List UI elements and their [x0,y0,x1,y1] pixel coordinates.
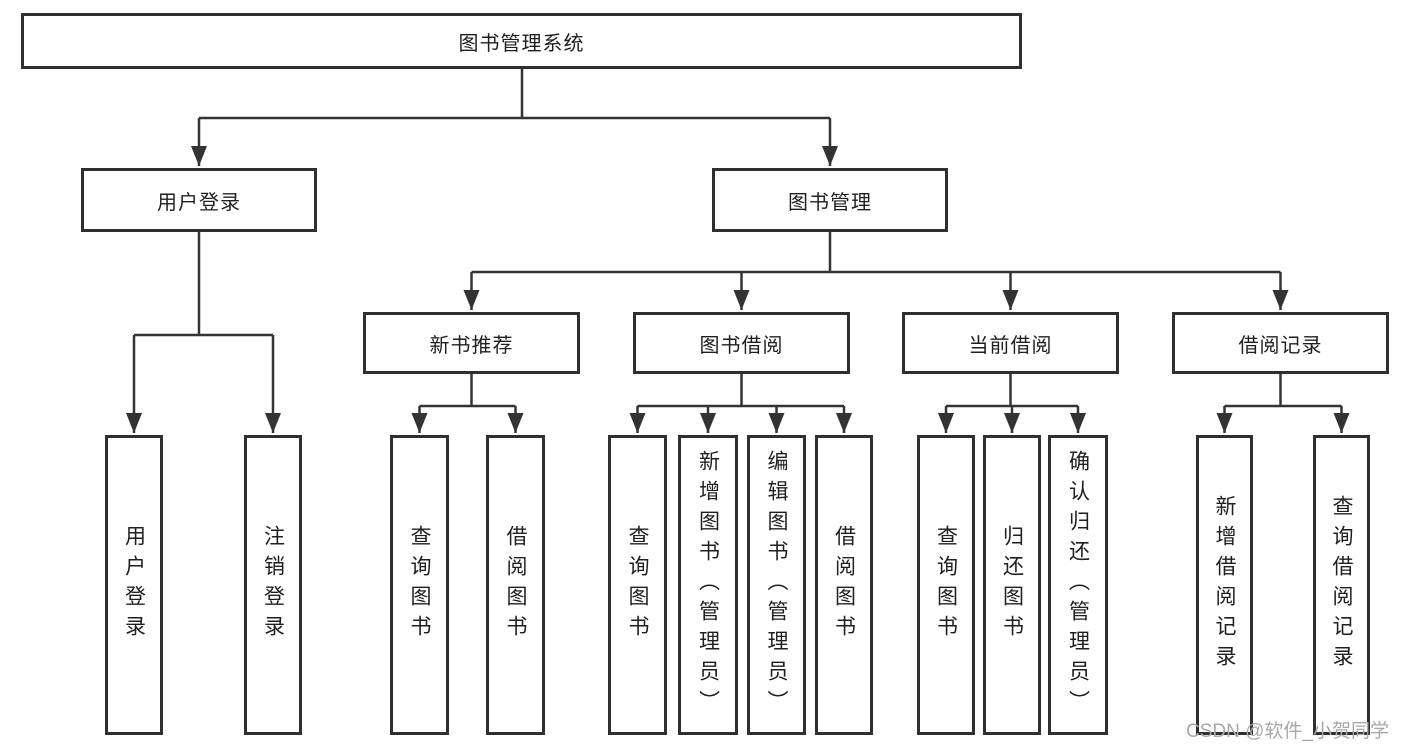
node-query-borrow-record: 查询借阅记录 [1313,435,1370,735]
node-newbooks-query-books: 查询图书 [390,435,449,735]
node-label: 查询图书 [408,525,431,645]
node-return-books: 归还图书 [983,435,1041,735]
node-label: 借阅图书 [832,525,856,645]
node-label: 图书借阅 [699,334,784,357]
node-borrow-query-books: 查询图书 [608,435,667,735]
node-label: 新增图书（管理员） [696,450,720,720]
node-current-query-books: 查询图书 [917,435,975,735]
node-user-login-action: 用户登录 [105,435,163,735]
node-logout: 注销登录 [244,435,302,735]
node-label: 新书推荐 [429,334,514,357]
node-label: 查询借阅记录 [1330,495,1353,675]
node-confirm-return-admin: 确认归还（管理员） [1048,435,1108,735]
node-edit-books-admin: 编辑图书（管理员） [747,435,806,735]
node-root-system: 图书管理系统 [21,13,1022,69]
node-label: 用户登录 [122,525,146,645]
node-label: 图书管理系统 [458,32,585,55]
node-label: 借阅图书 [504,525,527,645]
node-new-book-recommend: 新书推荐 [363,312,580,374]
node-label: 确认归还（管理员） [1066,450,1090,720]
node-newbooks-borrow-books: 借阅图书 [486,435,545,735]
node-label: 查询图书 [626,525,649,645]
node-label: 注销登录 [261,525,285,645]
node-add-borrow-record: 新增借阅记录 [1196,435,1253,735]
csdn-watermark: CSDN @软件_小贺同学 [1186,721,1389,742]
node-label: 图书管理 [788,191,872,214]
node-label: 借阅记录 [1238,334,1323,357]
node-label: 归还图书 [1000,525,1024,645]
node-user-login: 用户登录 [81,168,317,232]
node-borrow-borrow-books: 借阅图书 [815,435,873,735]
node-borrow-records: 借阅记录 [1172,312,1389,374]
node-label: 编辑图书（管理员） [765,450,788,720]
node-label: 用户登录 [157,191,241,214]
node-book-borrow: 图书借阅 [633,312,850,374]
node-label: 查询图书 [934,525,958,645]
node-label: 当前借阅 [968,334,1053,357]
node-label: 新增借阅记录 [1213,495,1236,675]
node-book-management: 图书管理 [712,168,948,232]
node-current-borrow: 当前借阅 [902,312,1119,374]
node-add-books-admin: 新增图书（管理员） [678,435,738,735]
